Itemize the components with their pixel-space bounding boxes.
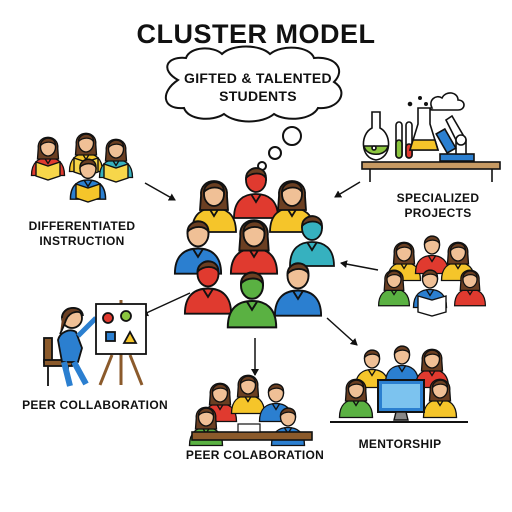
book-icon xyxy=(103,163,129,183)
student-cluster-icon xyxy=(173,167,335,329)
discussion-student-6 xyxy=(453,269,487,307)
thought-bubble-text: GIFTED & TALENTED STUDENTS xyxy=(158,70,358,105)
label-differentiated-line-1: DIFFERENTIATED xyxy=(28,219,136,233)
cluster-student-2 xyxy=(233,167,279,219)
mentorship-person-5 xyxy=(422,378,458,419)
sparkle-icons xyxy=(407,96,428,107)
mentorship-person-4 xyxy=(338,378,374,419)
arrow-to-mentorship xyxy=(326,317,358,346)
connector-arrows xyxy=(141,181,379,376)
book-icon xyxy=(35,161,61,181)
cluster-student-5 xyxy=(229,219,279,275)
reading-students-group xyxy=(30,132,134,203)
label-peer-collaboration-bottom: PEER COLABORATION xyxy=(185,448,325,462)
cluster-student-6 xyxy=(289,215,335,267)
monitor-screen xyxy=(382,384,420,408)
arrow-to-peer-left xyxy=(141,292,191,317)
open-book-icon xyxy=(417,295,447,317)
thought-bubble-line-1: GIFTED & TALENTED xyxy=(184,70,332,86)
erlenmeyer-flask-icon xyxy=(408,107,440,151)
mentorship-person-2 xyxy=(384,345,420,385)
thought-bubble-line-2: STUDENTS xyxy=(219,87,297,104)
discussion-student-4 xyxy=(377,269,411,307)
label-mentorship: MENTORSHIP xyxy=(358,437,442,451)
lab-bench xyxy=(361,161,501,182)
cloud-icon xyxy=(428,92,465,111)
teacher-figure xyxy=(57,307,98,387)
paper-icon xyxy=(237,423,261,433)
book-icon xyxy=(75,183,101,203)
computer-mentorship-icon xyxy=(330,345,468,423)
table-collaboration-icon xyxy=(188,374,313,447)
microscope-icon xyxy=(435,114,475,162)
lab-equipment-icon xyxy=(361,92,501,182)
cluster-student-9 xyxy=(273,262,323,317)
monitor-stand xyxy=(393,411,409,421)
test-tube-rack-icon xyxy=(395,121,413,159)
label-specialized-projects: SPECIALIZED PROJECTS xyxy=(370,191,506,221)
label-specialized-line-1: SPECIALIZED xyxy=(396,191,480,205)
label-differentiated-line-2: INSTRUCTION xyxy=(39,234,125,248)
cluster-student-7 xyxy=(183,260,233,315)
teacher-easel-icon xyxy=(43,300,147,387)
label-differentiated-instruction: DIFFERENTIATED INSTRUCTION xyxy=(14,219,150,249)
page-title: CLUSTER MODEL xyxy=(136,19,376,49)
thought-bubble xyxy=(165,45,343,171)
label-specialized-line-2: PROJECTS xyxy=(404,206,472,220)
table-student-2 xyxy=(230,374,266,415)
label-peer-collaboration-left: PEER COLLABORATION xyxy=(22,398,168,412)
round-flask-icon xyxy=(362,111,390,161)
table-icon xyxy=(191,431,313,441)
arrow-from-differentiated xyxy=(144,182,176,201)
discussion-student-2 xyxy=(414,235,450,275)
arrow-to-group-discussion xyxy=(340,260,379,271)
cluster-student-8 xyxy=(226,271,278,329)
easel-icon xyxy=(95,300,147,386)
arrow-from-specialized xyxy=(334,181,361,198)
group-discussion-icon xyxy=(377,235,487,317)
